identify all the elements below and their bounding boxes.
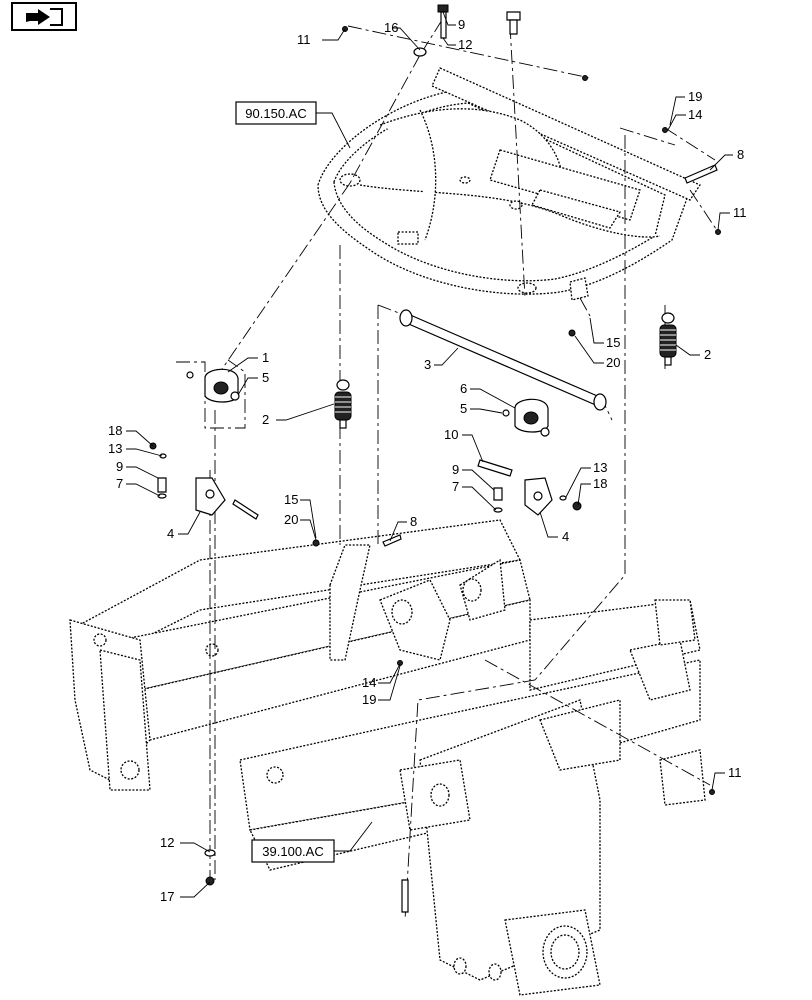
hardware-parts — [149, 4, 721, 913]
chassis-frame — [67, 519, 706, 996]
bracket-right — [524, 477, 553, 516]
callout-5: 5 — [460, 401, 467, 416]
callout-11: 11 — [733, 205, 747, 220]
callout-20: 20 — [606, 355, 620, 370]
callout-16: 16 — [384, 20, 398, 35]
callout-19: 19 — [688, 89, 702, 104]
callout-9: 9 — [458, 17, 465, 32]
callout-4: 4 — [167, 526, 174, 541]
callout-2: 2 — [704, 347, 711, 362]
bracket-left — [195, 477, 226, 516]
reference-box-frame[interactable]: 39.100.AC — [251, 839, 335, 863]
callout-11: 11 — [728, 765, 742, 780]
cab-mount-left — [204, 368, 240, 403]
callout-6: 6 — [460, 381, 467, 396]
cab-mount-right — [514, 398, 550, 437]
callout-14: 14 — [362, 675, 376, 690]
callout-13: 13 — [108, 441, 122, 456]
navigation-arrow-icon[interactable] — [11, 2, 77, 31]
callout-13: 13 — [593, 460, 607, 475]
stabilizer-rod — [399, 309, 607, 411]
callout-8: 8 — [737, 147, 744, 162]
callout-18: 18 — [108, 423, 122, 438]
callout-3: 3 — [424, 357, 431, 372]
spring-damper-left — [334, 379, 352, 429]
callout-15: 15 — [284, 492, 298, 507]
callout-7: 7 — [452, 479, 459, 494]
callout-20: 20 — [284, 512, 298, 527]
callout-17: 17 — [160, 889, 174, 904]
callout-10: 10 — [444, 427, 458, 442]
callout-9: 9 — [116, 459, 123, 474]
callout-12: 12 — [160, 835, 174, 850]
callout-1: 1 — [262, 350, 269, 365]
callout-14: 14 — [688, 107, 702, 122]
cab-floor-plate — [317, 67, 701, 301]
callout-9: 9 — [452, 462, 459, 477]
callout-18: 18 — [593, 476, 607, 491]
callout-11: 11 — [297, 32, 311, 47]
callout-7: 7 — [116, 476, 123, 491]
callout-labels: 11 16 9 12 19 14 8 11 1 5 3 15 20 2 2 6 … — [108, 17, 747, 904]
spring-damper-right — [659, 312, 677, 366]
callout-8: 8 — [410, 514, 417, 529]
callout-5: 5 — [262, 370, 269, 385]
callout-4: 4 — [562, 529, 569, 544]
reference-box-cab[interactable]: 90.150.AC — [235, 101, 317, 125]
callout-2: 2 — [262, 412, 269, 427]
callout-15: 15 — [606, 335, 620, 350]
callout-19: 19 — [362, 692, 376, 707]
reference-label-frame: 39.100.AC — [262, 844, 323, 859]
reference-label-cab: 90.150.AC — [245, 106, 306, 121]
callout-leaders — [126, 11, 733, 898]
callout-12: 12 — [458, 37, 472, 52]
